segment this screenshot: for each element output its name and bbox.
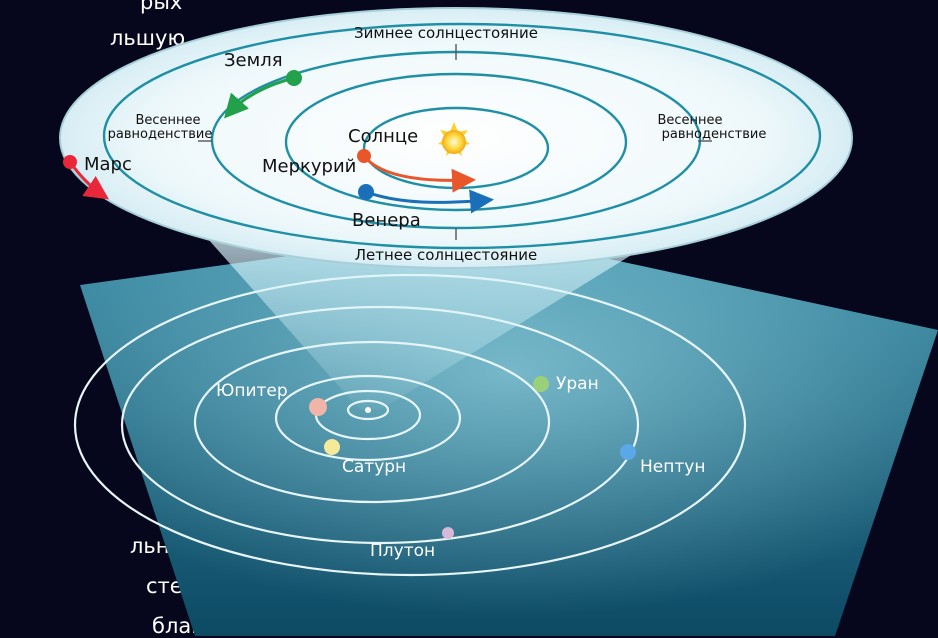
neptune-dot xyxy=(620,444,636,460)
venus-label: Венера xyxy=(352,210,421,231)
mercury-arrow xyxy=(362,155,476,193)
mars-dot xyxy=(63,155,77,169)
mercury-dot xyxy=(357,149,371,163)
earth-label: Земля xyxy=(224,50,283,71)
neptune-label: Нептун xyxy=(640,457,705,477)
summer-solstice-label: Летнее солнцестояние xyxy=(355,246,538,264)
side-text-2: льшую xyxy=(110,26,186,50)
venus-dot xyxy=(358,184,374,200)
sun-label: Солнце xyxy=(348,126,418,147)
vernal-left-line1: Весеннее xyxy=(135,113,200,128)
saturn-label: Сатурн xyxy=(342,457,406,477)
earth-dot xyxy=(286,70,302,86)
jupiter-dot xyxy=(309,398,327,416)
side-text-1: рых xyxy=(140,0,183,14)
uranus-label: Уран xyxy=(556,374,599,394)
venus-arrow xyxy=(365,189,494,214)
uranus-dot xyxy=(533,376,549,392)
mars-label: Марс xyxy=(84,154,132,175)
mercury-label: Меркурий xyxy=(262,156,356,177)
vernal-left-line2: равноденствие xyxy=(108,127,213,142)
jupiter-label: Юпитер xyxy=(216,381,288,401)
sun-icon xyxy=(438,122,470,156)
winter-solstice-label: Зимнее солнцестояние xyxy=(354,24,538,42)
vernal-right-line2: равноденствие xyxy=(662,127,767,142)
pluto-dot xyxy=(442,527,454,539)
pluto-label: Плутон xyxy=(370,541,435,561)
saturn-dot xyxy=(324,439,340,455)
vernal-right-line1: Весеннее xyxy=(657,113,722,128)
